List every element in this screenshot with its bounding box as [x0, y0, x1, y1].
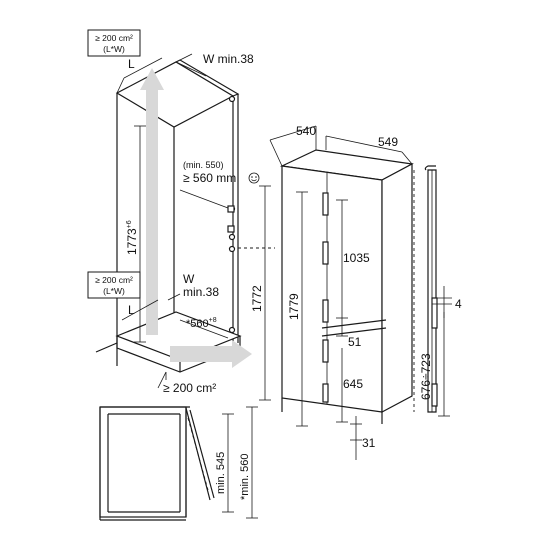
dim-niche-height: 1773+6: [125, 125, 146, 343]
dim-1779-text: 1779: [287, 293, 301, 320]
dim-w-top-text: W min.38: [203, 52, 254, 66]
dim-549: 549: [325, 135, 413, 165]
dim-1779: 1779: [287, 191, 308, 427]
dim-540-text: 540: [296, 124, 316, 138]
vent-mid-line2: (L*W): [103, 286, 125, 296]
dim-min-560: *min. 560: [239, 406, 258, 519]
dim-niche-depth-text: *560+8: [186, 317, 217, 330]
dim-w-mid: W min.38: [167, 272, 219, 301]
dim-51-text: 51: [348, 335, 362, 349]
dim-min-545-text: min. 545: [215, 452, 227, 494]
vent-top-line1: ≥ 200 cm²: [95, 33, 133, 43]
dim-l-mid-text: L: [128, 303, 135, 317]
dim-min-545: min. 545: [215, 413, 234, 513]
appliance: [279, 149, 438, 424]
dim-w-mid-line1: W: [183, 272, 195, 286]
dim-w-mid-line2: min.38: [183, 285, 219, 299]
dim-645: 645: [336, 348, 363, 423]
dim-645-text: 645: [343, 377, 363, 391]
dim-1035: 1035: [336, 199, 370, 318]
dim-l-top-text: L: [128, 57, 135, 71]
niche-cabinet: [95, 59, 242, 373]
dim-51: 51: [336, 317, 362, 349]
dim-min-560-text: *min. 560: [239, 454, 251, 500]
dim-549-text: 549: [378, 135, 398, 149]
dim-door-range: 676÷723: [419, 312, 450, 417]
vent-mid-line1: ≥ 200 cm²: [95, 275, 133, 285]
dim-depth-min-small: (min. 550): [183, 160, 224, 170]
vent-top-line2: (L*W): [103, 44, 125, 54]
dim-l-mid: L: [121, 299, 159, 321]
dim-w-top: W min.38: [175, 52, 254, 77]
dim-depth-min: (min. 550) ≥ 560 mm: [179, 160, 260, 209]
dim-31: 31: [350, 416, 376, 460]
dim-niche-depth: *560+8: [179, 317, 229, 339]
section-detail: [99, 406, 215, 521]
dim-1772: 1772: [238, 185, 275, 401]
dim-31-text: 31: [362, 436, 376, 450]
dim-1035-text: 1035: [343, 251, 370, 265]
vent-label-mid: ≥ 200 cm² (L*W): [87, 271, 141, 299]
dim-niche-height-text: 1773+6: [125, 220, 139, 255]
vent-label-bottom: ≥ 200 cm²: [157, 371, 216, 395]
dim-depth-min-text: ≥ 560 mm: [183, 171, 236, 185]
ventilation-flow: [140, 68, 252, 368]
dim-4-text: 4: [455, 297, 462, 311]
dim-door-range-text: 676÷723: [419, 353, 433, 400]
dim-l-top: L: [116, 57, 163, 94]
vent-label-top: ≥ 200 cm² (L*W): [87, 29, 141, 57]
dim-540: 540: [269, 124, 317, 167]
dim-1772-text: 1772: [250, 285, 264, 312]
vent-bottom-text: ≥ 200 cm²: [163, 381, 216, 395]
